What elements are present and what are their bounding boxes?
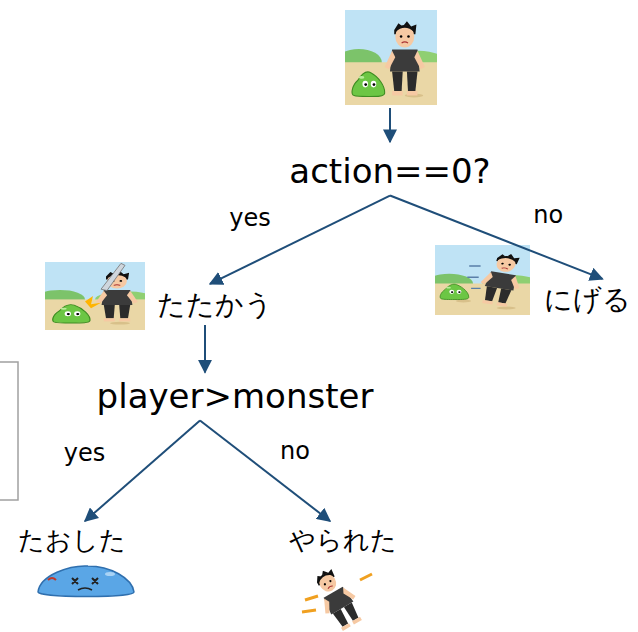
node-label: にげる [544, 284, 631, 316]
flow-arrow [200, 421, 330, 522]
branch-label: yes [62, 440, 107, 466]
action-text: たたかう [153, 287, 277, 323]
node-label: たおした [18, 526, 126, 556]
branch-label: no [531, 202, 565, 228]
defeated-hero-picture [302, 563, 372, 632]
decision-text: action==0? [285, 150, 494, 193]
flow-arrow [389, 108, 391, 142]
node-label: player>monster [97, 377, 374, 416]
node-label: たたかう [157, 289, 273, 321]
result-text: やられた [285, 524, 401, 558]
decision-text: player>monster [93, 375, 378, 418]
branch-label: yes [227, 205, 272, 231]
action-text: にげる [540, 282, 635, 318]
flow-arrow [85, 421, 200, 522]
fight-picture [35, 262, 155, 330]
node-label: やられた [289, 526, 397, 556]
result-text: たおした [14, 524, 130, 558]
cut-off-frame [0, 362, 18, 500]
escape-picture [426, 245, 540, 315]
node-label: action==0? [289, 152, 490, 191]
flow-arrow [390, 196, 603, 279]
flow-arrow [204, 325, 206, 372]
flow-arrow [210, 196, 390, 284]
branch-label: no [278, 438, 312, 464]
defeated-slime-picture [38, 566, 134, 597]
encounter-picture [336, 10, 446, 105]
